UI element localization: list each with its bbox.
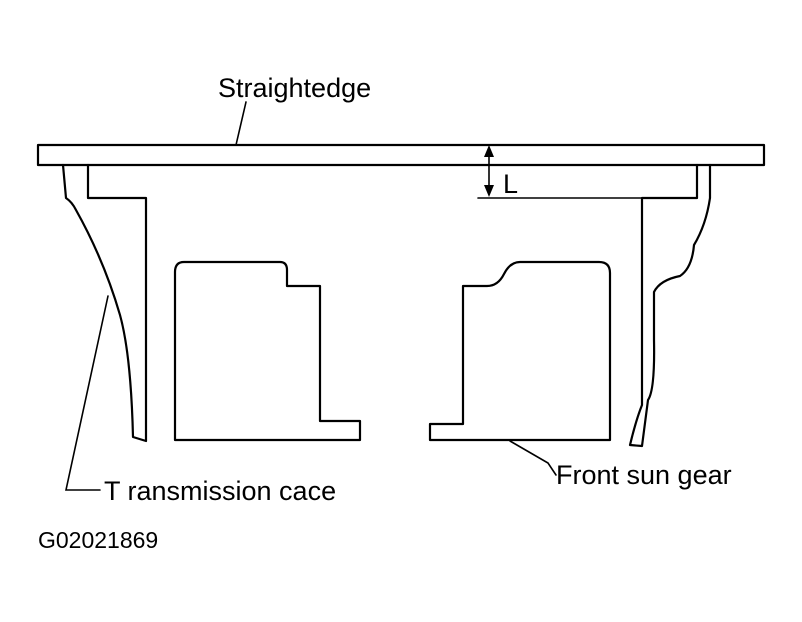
straightedge-label: Straightedge bbox=[218, 73, 371, 103]
figure-id-label: G02021869 bbox=[38, 527, 158, 553]
dimension-label: L bbox=[503, 169, 518, 199]
transmission-case-leader bbox=[65, 295, 109, 491]
front-sun-gear-right-block bbox=[428, 260, 612, 442]
front-sun-gear-label: Front sun gear bbox=[556, 460, 732, 490]
transmission-case-left-wall bbox=[61, 163, 148, 443]
front-sun-gear-leader bbox=[509, 440, 557, 476]
dimension-arrow-head-top bbox=[484, 145, 494, 157]
front-sun-gear-left-block bbox=[173, 260, 362, 442]
straightedge-bar bbox=[36, 143, 766, 167]
transmission-case-right-wall bbox=[628, 163, 712, 448]
straightedge-leader bbox=[235, 101, 247, 146]
dimension-arrow-head-bottom bbox=[484, 185, 494, 197]
transmission-case-label: T ransmission cace bbox=[104, 476, 336, 506]
